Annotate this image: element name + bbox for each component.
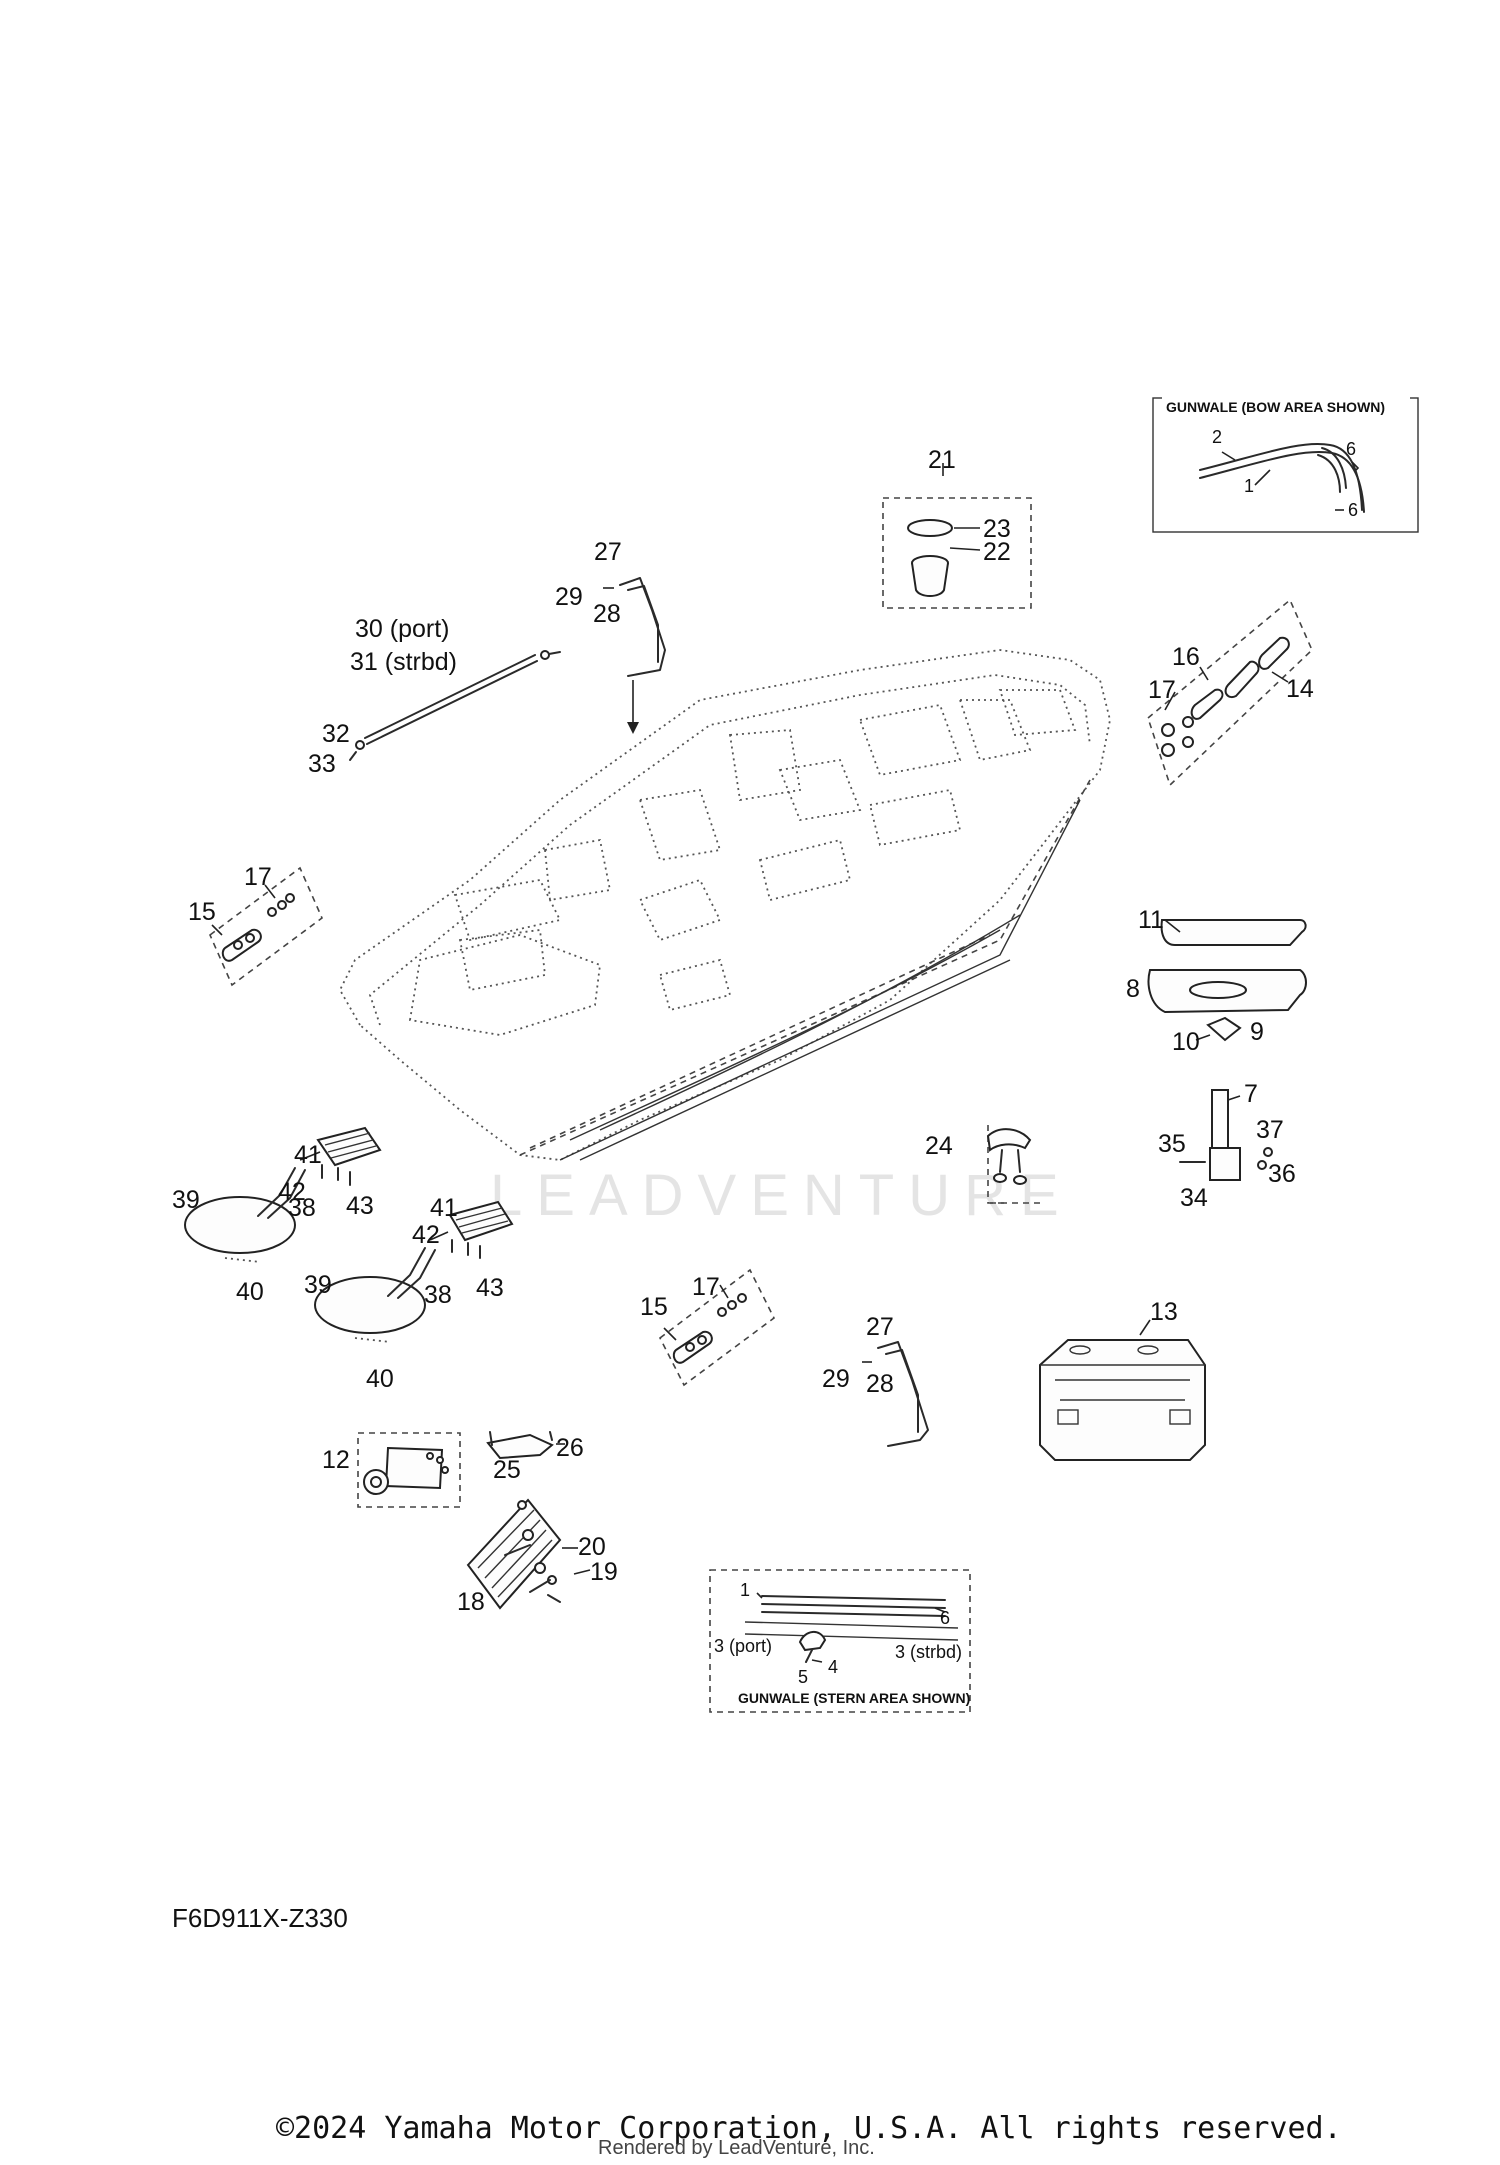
callout-33: 33 [308,750,336,778]
callout-19: 19 [590,1558,618,1586]
callout-38-b: 38 [424,1281,452,1309]
boat-hull [338,649,1111,1161]
callout-21: 21 [928,446,956,474]
callout-41-b: 41 [430,1194,458,1222]
callout-4: 4 [828,1657,838,1677]
callout-24: 24 [925,1132,953,1160]
clamp-25-26: 25 26 [486,1431,584,1484]
callout-6-bow-bottom: 6 [1348,500,1358,520]
side-rail: 30 (port) 31 (strbd) 32 33 [308,615,561,778]
callout-18: 18 [457,1588,485,1616]
seat-assembly-2: 41 42 38 43 39 40 [304,1194,514,1393]
callout-40-a: 40 [236,1278,264,1306]
callout-28-top: 28 [593,600,621,628]
callout-32: 32 [322,720,350,748]
bracket-12: 12 [322,1432,461,1508]
bow-inset-title: GUNWALE (BOW AREA SHOWN) [1166,399,1385,415]
callout-9: 9 [1250,1018,1264,1046]
callout-5: 5 [798,1667,808,1687]
callout-31: 31 (strbd) [350,648,457,676]
callout-12: 12 [322,1446,350,1474]
callout-17-center: 17 [692,1273,720,1301]
callout-22: 22 [983,538,1011,566]
callout-15-center: 15 [640,1293,668,1321]
copyright-notice: ©2024 Yamaha Motor Corporation, U.S.A. A… [276,2111,1342,2146]
gunwale-stern-inset: 1 6 3 (port) 3 (strbd) 4 5 GUNWALE (STER… [709,1569,971,1713]
callout-35: 35 [1158,1130,1186,1158]
seat-assembly-1: 41 42 38 43 39 40 [172,1126,382,1306]
pedestal-base-group: 35 37 36 34 [1158,1116,1296,1212]
callout-39-b: 39 [304,1271,332,1299]
callout-17-right: 17 [1148,676,1176,704]
callout-20: 20 [578,1533,606,1561]
grab-rail-top: 27 29 28 [555,538,666,734]
callout-14: 14 [1286,675,1314,703]
ladder-18: 20 19 18 [457,1498,618,1616]
callout-1-stern: 1 [740,1580,750,1600]
cleat-group-left: 15 17 [188,863,323,987]
grab-rail-bottom: 27 29 28 [822,1313,929,1447]
cooler-13: 13 [1039,1298,1206,1461]
cleat-group-center: 15 17 [640,1268,776,1387]
callout-42-a: 42 [278,1178,306,1206]
callout-17-left: 17 [244,863,272,891]
callout-3-strbd: 3 (strbd) [895,1642,962,1662]
callout-29-top: 29 [555,583,583,611]
callout-38-a: 38 [288,1194,316,1222]
callout-2: 2 [1212,427,1222,447]
callout-42-b: 42 [412,1221,440,1249]
cleat-group-right: 16 17 14 [1147,598,1314,787]
callout-8: 8 [1126,975,1140,1003]
diagram-code: F6D911X-Z330 [172,1903,348,1933]
callout-1-bow: 1 [1244,476,1254,496]
callout-39-a: 39 [172,1186,200,1214]
callout-23: 23 [983,515,1011,543]
callout-7: 7 [1244,1080,1258,1108]
stern-inset-title: GUNWALE (STERN AREA SHOWN) [738,1690,970,1706]
callout-27-top: 27 [594,538,622,566]
callout-41-a: 41 [294,1141,322,1169]
gunwale-bow-inset: GUNWALE (BOW AREA SHOWN) 2 1 6 6 [1152,393,1419,533]
callout-43-b: 43 [476,1274,504,1302]
callout-10: 10 [1172,1028,1200,1056]
callout-36: 36 [1268,1160,1296,1188]
cup-holder-group: 21 23 22 [882,446,1032,609]
callout-27-bottom: 27 [866,1313,894,1341]
cleat-24: 24 [925,1125,1045,1204]
callout-6-bow-top: 6 [1346,439,1356,459]
callout-34: 34 [1180,1184,1208,1212]
callout-16: 16 [1172,643,1200,671]
callout-37: 37 [1256,1116,1284,1144]
callout-13: 13 [1150,1298,1178,1326]
leadventure-watermark: LEADVENTURE [490,1163,1073,1228]
callout-3-port: 3 (port) [714,1636,772,1656]
callout-6-stern: 6 [940,1608,950,1628]
callout-25: 25 [493,1456,521,1484]
callout-43-a: 43 [346,1192,374,1220]
callout-30: 30 (port) [355,615,449,643]
callout-29-bottom: 29 [822,1365,850,1393]
callout-15-left: 15 [188,898,216,926]
callout-26: 26 [556,1434,584,1462]
callout-28-bottom: 28 [866,1370,894,1398]
callout-11: 11 [1138,906,1164,934]
callout-40-b: 40 [366,1365,394,1393]
rendered-by-notice: Rendered by LeadVenture, Inc. [598,2137,875,2159]
